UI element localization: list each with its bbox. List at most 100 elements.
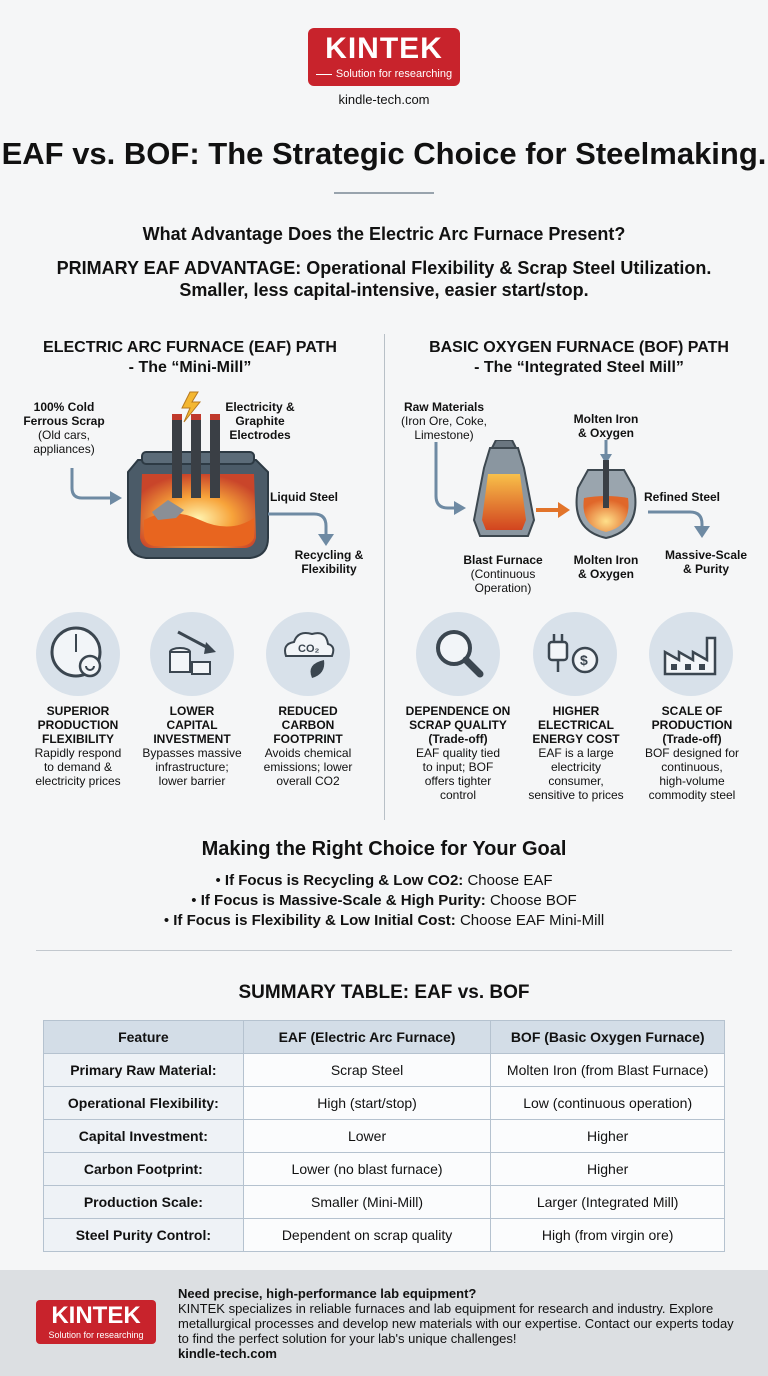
advantage-line-1: PRIMARY EAF ADVANTAGE: Operational Flexi… — [56, 258, 712, 278]
site-url[interactable]: kindle-tech.com — [338, 92, 430, 107]
coins-down-icon — [150, 612, 234, 696]
footer-body: KINTEK specializes in reliable furnaces … — [178, 1301, 734, 1346]
eaf-features: CO₂ — [0, 610, 384, 820]
eaf-output-arrow — [268, 512, 328, 534]
choice-bold: If Focus is Massive-Scale & High Purity: — [200, 892, 486, 909]
table-header: Feature — [43, 1020, 244, 1054]
eaf-input-arrow — [70, 468, 110, 500]
footer-logo[interactable]: KINTEK Solution for researching — [36, 1300, 156, 1344]
summary-table: Feature EAF (Electric Arc Furnace) BOF (… — [43, 1020, 725, 1252]
table-cell-bof: Larger (Integrated Mill) — [490, 1185, 725, 1219]
table-cell-feature: Production Scale: — [43, 1185, 244, 1219]
table-row: Capital Investment: Lower Higher — [43, 1119, 725, 1153]
bof-feature-scrap-quality: DEPENDENCE ON SCRAP QUALITY (Trade-off) … — [400, 704, 516, 802]
eaf-result-label: Recycling & Flexibility — [284, 548, 374, 576]
eaf-electrode-2 — [191, 418, 201, 498]
choice-item-2: • If Focus is Massive-Scale & High Purit… — [191, 892, 577, 909]
bof-title-line-1: BASIC OXYGEN FURNACE (BOF) PATH — [429, 339, 729, 356]
feat-desc-1: Avoids chemical — [264, 746, 352, 760]
section-divider — [36, 950, 732, 951]
bof-raw-1: Raw Materials — [403, 400, 485, 414]
magnifier-icon — [416, 612, 500, 696]
feat-title-2: PRODUCTION — [37, 718, 119, 732]
bof-bf-3: Operation) — [474, 581, 532, 595]
bof-raw-3: Limestone) — [414, 428, 474, 442]
feat-desc-3: lower barrier — [158, 774, 226, 788]
table-cell-feature: Steel Purity Control: — [43, 1218, 244, 1252]
table-row: Steel Purity Control: Dependent on scrap… — [43, 1218, 725, 1252]
section-question: What Advantage Does the Electric Arc Fur… — [142, 224, 626, 244]
footer-logo-brand: KINTEK — [51, 1302, 141, 1329]
feat-desc-2: to input; BOF — [422, 760, 494, 774]
feat-title-2: CARBON — [281, 718, 335, 732]
footer-text: Need precise, high-performance lab equip… — [178, 1286, 738, 1361]
choice-rest: Choose BOF — [485, 892, 577, 909]
bof-result-2: & Purity — [682, 562, 729, 576]
gauge-icon — [36, 612, 120, 696]
table-cell-eaf: Dependent on scrap quality — [242, 1218, 492, 1252]
eaf-electrode-1 — [172, 418, 182, 498]
table-row: Primary Raw Material: Scrap Steel Molten… — [43, 1053, 725, 1087]
feat-title-1: LOWER — [169, 704, 215, 718]
eaf-feature-capital: LOWER CAPITAL INVESTMENT Bypasses massiv… — [138, 704, 246, 788]
bof-refined-text: Refined Steel — [644, 490, 721, 504]
feat-desc-3: electricity prices — [35, 774, 121, 788]
eaf-output-label: Liquid Steel — [270, 490, 370, 504]
feat-desc-2: to demand & — [43, 760, 113, 774]
lightning-icon — [181, 391, 202, 423]
eaf-input-note-2: appliances) — [33, 442, 95, 456]
bof-bf-2: (Continuous — [470, 567, 536, 581]
footer-site-link[interactable]: kindle-tech.com — [178, 1346, 277, 1361]
table-row: Operational Flexibility: High (start/sto… — [43, 1086, 725, 1120]
feat-title-3: FLEXIBILITY — [42, 732, 114, 746]
feat-title-2: PRODUCTION — [651, 718, 733, 732]
table-cell-eaf: Scrap Steel — [242, 1053, 492, 1087]
feat-desc-1: Rapidly respond — [34, 746, 122, 760]
feat-desc-3: offers tighter — [424, 774, 492, 788]
kintek-logo[interactable]: KINTEK Solution for researching — [308, 28, 460, 86]
bof-feature-energy-cost: HIGHER ELECTRICAL ENERGY COST EAF is a l… — [518, 704, 634, 802]
bof-result-label: Massive-Scale & Purity — [654, 548, 758, 576]
feat-desc-4: control — [439, 788, 477, 802]
feat-title-1: HIGHER — [552, 704, 600, 718]
eaf-power-label: Electricity & Graphite Electrodes — [210, 400, 310, 442]
table-cell-feature: Operational Flexibility: — [43, 1086, 244, 1120]
bof-title-line-2: - The “Integrated Steel Mill” — [474, 359, 684, 376]
table-cell-eaf: Lower — [242, 1119, 492, 1153]
feat-title-1: REDUCED — [278, 704, 338, 718]
feat-title-2: ELECTRICAL — [538, 718, 614, 732]
eaf-feature-carbon: REDUCED CARBON FOOTPRINT Avoids chemical… — [254, 704, 362, 788]
eaf-path-title: ELECTRIC ARC FURNACE (EAF) PATH - The “M… — [20, 338, 360, 378]
table-cell-eaf: High (start/stop) — [242, 1086, 492, 1120]
feat-desc-1: EAF quality tied — [415, 746, 501, 760]
co2-leaf-icon: CO₂ — [266, 612, 350, 696]
table-cell-bof: Molten Iron (from Blast Furnace) — [490, 1053, 725, 1087]
eaf-result-1: Recycling & — [294, 548, 364, 562]
table-cell-eaf: Lower (no blast furnace) — [242, 1152, 492, 1186]
bof-top-1: Molten Iron — [573, 412, 639, 426]
eaf-input-label: 100% Cold Ferrous Scrap (Old cars, appli… — [14, 400, 114, 456]
table-row: Carbon Footprint: Lower (no blast furnac… — [43, 1152, 725, 1186]
logo-brand: KINTEK — [325, 32, 443, 65]
title-divider — [334, 192, 434, 194]
feat-desc-1: BOF designed for — [644, 746, 740, 760]
feat-desc-2: continuous, — [661, 760, 723, 774]
feat-desc-4: sensitive to prices — [528, 788, 624, 802]
bof-top-label: Molten Iron & Oxygen — [556, 412, 656, 440]
bof-mid-label: Molten Iron & Oxygen — [556, 553, 656, 581]
footer-logo-tagline: Solution for researching — [48, 1330, 144, 1340]
bof-process-illustration — [434, 440, 710, 540]
feat-title-3: FOOTPRINT — [273, 732, 343, 746]
logo-tagline: Solution for researching — [308, 68, 460, 80]
feat-title-3: ENERGY COST — [532, 732, 620, 746]
footer-headline: Need precise, high-performance lab equip… — [178, 1286, 477, 1301]
choice-item-1: • If Focus is Recycling & Low CO2: Choos… — [215, 872, 553, 889]
eaf-power-1: Electricity & — [225, 400, 295, 414]
feat-desc-3: high-volume — [659, 774, 725, 788]
eaf-power-3: Electrodes — [229, 428, 291, 442]
bof-top-2: & Oxygen — [577, 426, 634, 440]
bof-raw-2: (Iron Ore, Coke, — [400, 414, 488, 428]
eaf-feature-flexibility: SUPERIOR PRODUCTION FLEXIBILITY Rapidly … — [24, 704, 132, 788]
table-cell-feature: Primary Raw Material: — [43, 1053, 244, 1087]
eaf-title-line-1: ELECTRIC ARC FURNACE (EAF) PATH — [43, 339, 337, 356]
